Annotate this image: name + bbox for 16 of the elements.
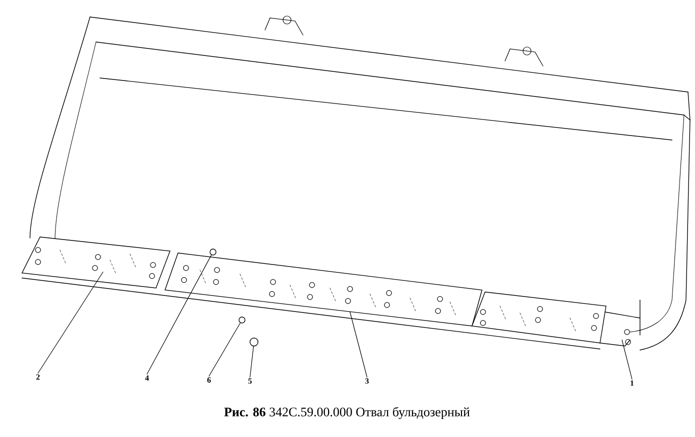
callout-number: 2 xyxy=(36,374,40,380)
figure-caption: Рис. 86 342С.59.00.000 Отвал бульдозерный xyxy=(224,406,470,420)
callout-number: 1 xyxy=(630,380,634,386)
callout-number: 3 xyxy=(365,378,369,384)
callout-number: 4 xyxy=(145,375,149,381)
leader-line xyxy=(146,254,212,374)
leader-line xyxy=(622,340,632,380)
leader-line xyxy=(250,346,254,378)
callout-number: 5 xyxy=(248,378,252,384)
fastener-part xyxy=(238,316,246,324)
leader-line xyxy=(208,322,241,376)
leader-line xyxy=(38,272,104,374)
fastener-part xyxy=(250,338,258,346)
fastener-part xyxy=(210,248,216,256)
callout-number: 6 xyxy=(207,377,211,383)
leader-line xyxy=(350,312,368,378)
